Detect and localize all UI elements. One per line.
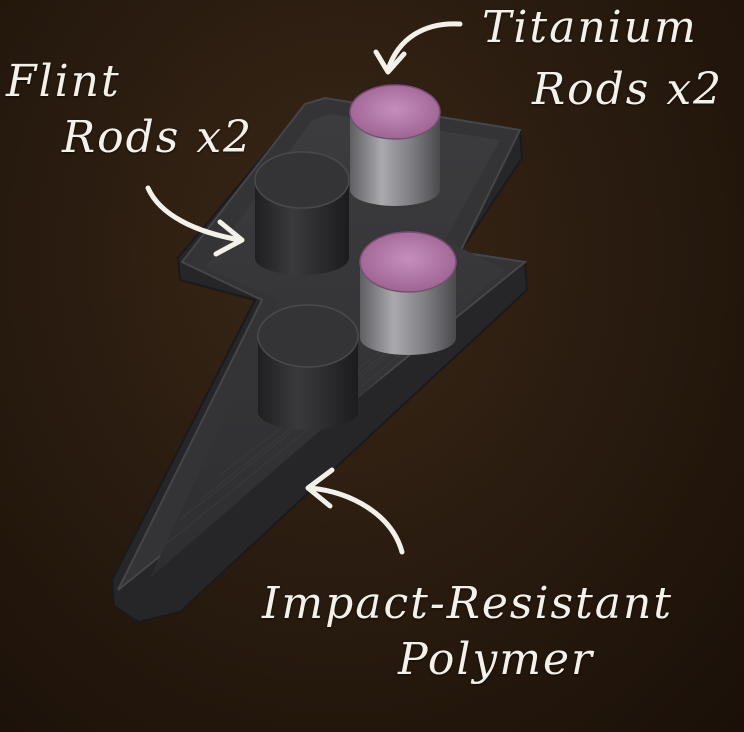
flint-rod-lower	[257, 304, 359, 430]
arrow-to-titanium-icon	[373, 21, 463, 75]
polymer-label-line1: Impact-Resistant	[262, 578, 674, 629]
polymer-label-line2: Polymer	[398, 634, 595, 685]
titanium-rod-lower	[359, 231, 457, 355]
arrow-to-polymer-icon	[305, 467, 405, 555]
arrow-to-flint-icon	[145, 185, 245, 257]
titanium-label-line1: Titanium	[482, 2, 698, 53]
titanium-rod-upper	[349, 84, 441, 206]
flint-rod-upper	[254, 151, 350, 275]
titanium-label-line2: Rods x2	[532, 64, 724, 115]
flint-label-line1: Flint	[6, 56, 121, 107]
flint-label-line2: Rods x2	[62, 112, 254, 163]
